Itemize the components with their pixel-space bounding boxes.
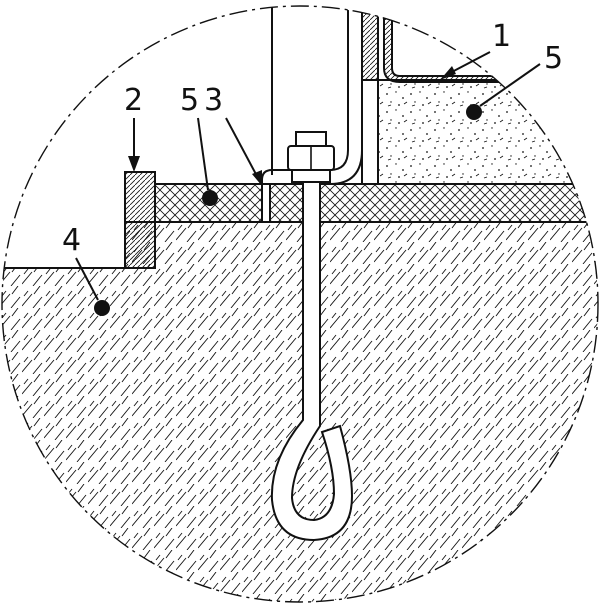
marker-5-right-dot	[466, 104, 482, 120]
callout-5-right: 5	[544, 41, 563, 76]
steel-wall	[361, 6, 379, 81]
callout-3: 3	[204, 83, 223, 118]
leader-2-arrow	[128, 156, 140, 172]
bolt-washer	[291, 169, 331, 183]
anchor-bolt	[270, 131, 354, 542]
bolt-shank-hook	[270, 181, 354, 542]
screed-fill	[377, 79, 598, 185]
leader-1-arrow	[440, 66, 456, 80]
detail-circle	[1, 5, 599, 603]
callout-4: 4	[62, 223, 81, 258]
leader-1	[447, 51, 491, 75]
concrete-foundation	[2, 221, 598, 602]
leader-3	[225, 117, 259, 179]
bolt-nut-top	[295, 131, 327, 147]
leader-5-left	[197, 117, 209, 191]
curb-block	[124, 171, 156, 269]
base-plate	[261, 149, 349, 222]
marker-5-left-dot	[202, 190, 218, 206]
callout-1: 1	[492, 19, 511, 54]
marker-4-dot	[94, 300, 110, 316]
callout-5-left: 5	[180, 83, 199, 118]
base-plate-inner	[329, 149, 363, 185]
flashing-profile	[383, 9, 598, 83]
leader-4	[75, 257, 99, 301]
seal-strip	[261, 183, 271, 223]
leader-5-right	[479, 63, 541, 107]
callout-2: 2	[124, 83, 143, 118]
insulation-layer-right	[269, 183, 598, 223]
leaders	[75, 51, 541, 316]
leader-3-arrow	[252, 170, 262, 186]
